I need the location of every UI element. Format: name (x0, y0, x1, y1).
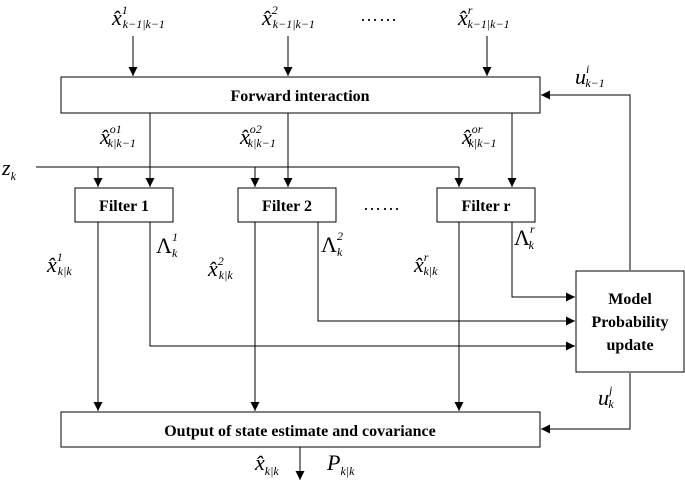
input-ellipsis: …… (360, 5, 398, 25)
arrow-lambda-r (511, 222, 575, 302)
filter-r-label: Filter r (461, 198, 510, 215)
output-block: Output of state estimate and covariance (60, 411, 541, 448)
feedback-to-output (541, 373, 631, 434)
filter-2-label: Filter 2 (262, 198, 312, 215)
filter-1-block: Filter 1 (74, 187, 174, 223)
filter-ellipsis: …… (363, 194, 401, 214)
forward-interaction-block: Forward interaction (60, 76, 541, 114)
connection-lines (36, 36, 631, 480)
forward-interaction-label: Forward interaction (230, 88, 369, 105)
filter-1-label: Filter 1 (99, 198, 149, 215)
model-probability-update-block: Model Probability update (575, 270, 685, 373)
filter-2-block: Filter 2 (237, 187, 337, 223)
output-label: Output of state estimate and covariance (164, 423, 436, 440)
arrow-lambda-1 (149, 222, 575, 351)
measurement-label: zk (1, 155, 17, 183)
model-update-line-2: Probability (591, 314, 668, 331)
model-update-line-3: update (606, 337, 653, 354)
feedback-to-forward (541, 90, 631, 270)
filter-r-block: Filter r (436, 187, 536, 223)
model-update-line-1: Model (608, 291, 652, 308)
arrow-lambda-2 (317, 222, 575, 326)
output-covariance-label: Pk|k (326, 450, 355, 478)
output-state-label: x̂k|k (254, 450, 279, 478)
